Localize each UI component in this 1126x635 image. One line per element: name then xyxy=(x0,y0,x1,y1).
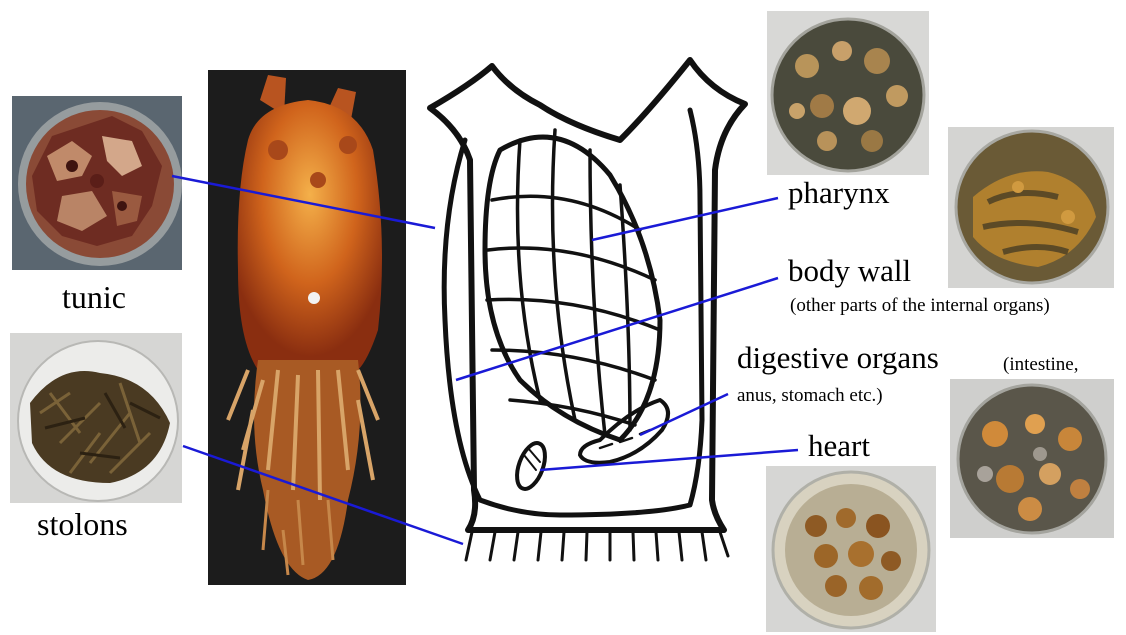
pharynx-label: pharynx xyxy=(788,177,890,208)
tunic-leader-line xyxy=(172,176,435,228)
stolons-label: stolons xyxy=(37,508,128,540)
digestive-organs-label: digestive organs xyxy=(737,342,939,373)
digestive-organs-note-1: (intestine, xyxy=(1003,355,1078,374)
stolons-leader-line xyxy=(183,446,463,544)
heart-label: heart xyxy=(808,430,870,461)
body-wall-leader-line xyxy=(456,278,778,380)
sketch-heart xyxy=(512,439,551,492)
tunic-label: tunic xyxy=(62,281,126,313)
sketch-stolons xyxy=(466,532,728,560)
body-wall-label: body wall xyxy=(788,255,911,286)
sketch-inner-wall xyxy=(444,110,702,515)
body-wall-note: (other parts of the internal organs) xyxy=(790,296,1050,315)
sketch-pharynx-outline xyxy=(485,137,660,440)
digestive-organs-note-2: anus, stomach etc.) xyxy=(737,386,883,405)
